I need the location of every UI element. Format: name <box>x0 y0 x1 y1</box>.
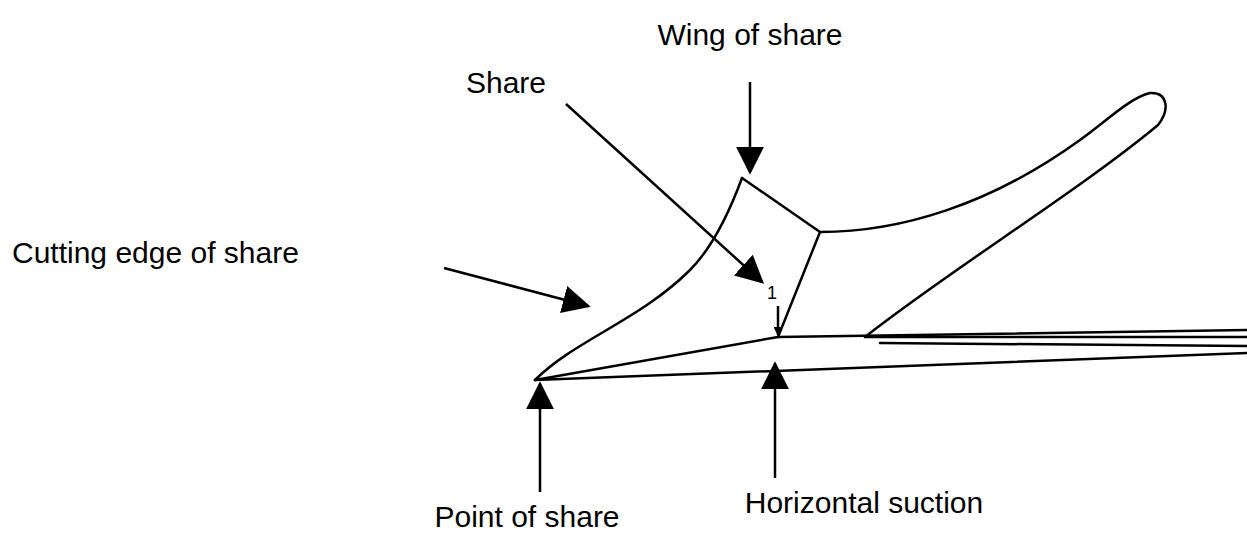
landside-line <box>880 343 1247 346</box>
share-outline <box>535 93 1247 380</box>
part-label: Cutting edge of share <box>12 236 299 269</box>
callout-number: 1 <box>767 284 777 304</box>
share-body <box>535 178 820 380</box>
part-label: Horizontal suction <box>745 486 983 519</box>
mouldboard <box>820 93 1166 337</box>
part-label: Point of share <box>434 500 619 533</box>
landside-line <box>778 330 1247 337</box>
leader-arrow <box>539 384 542 492</box>
part-label: Share <box>466 66 546 99</box>
leader-arrow <box>566 104 762 282</box>
leader-arrow <box>777 306 780 335</box>
leader-arrow <box>749 82 752 172</box>
landside-line <box>865 336 1247 339</box>
leader-arrow <box>444 268 588 306</box>
part-label: Wing of share <box>657 18 842 51</box>
leader-arrow <box>774 364 777 478</box>
landside-line <box>535 353 1247 380</box>
